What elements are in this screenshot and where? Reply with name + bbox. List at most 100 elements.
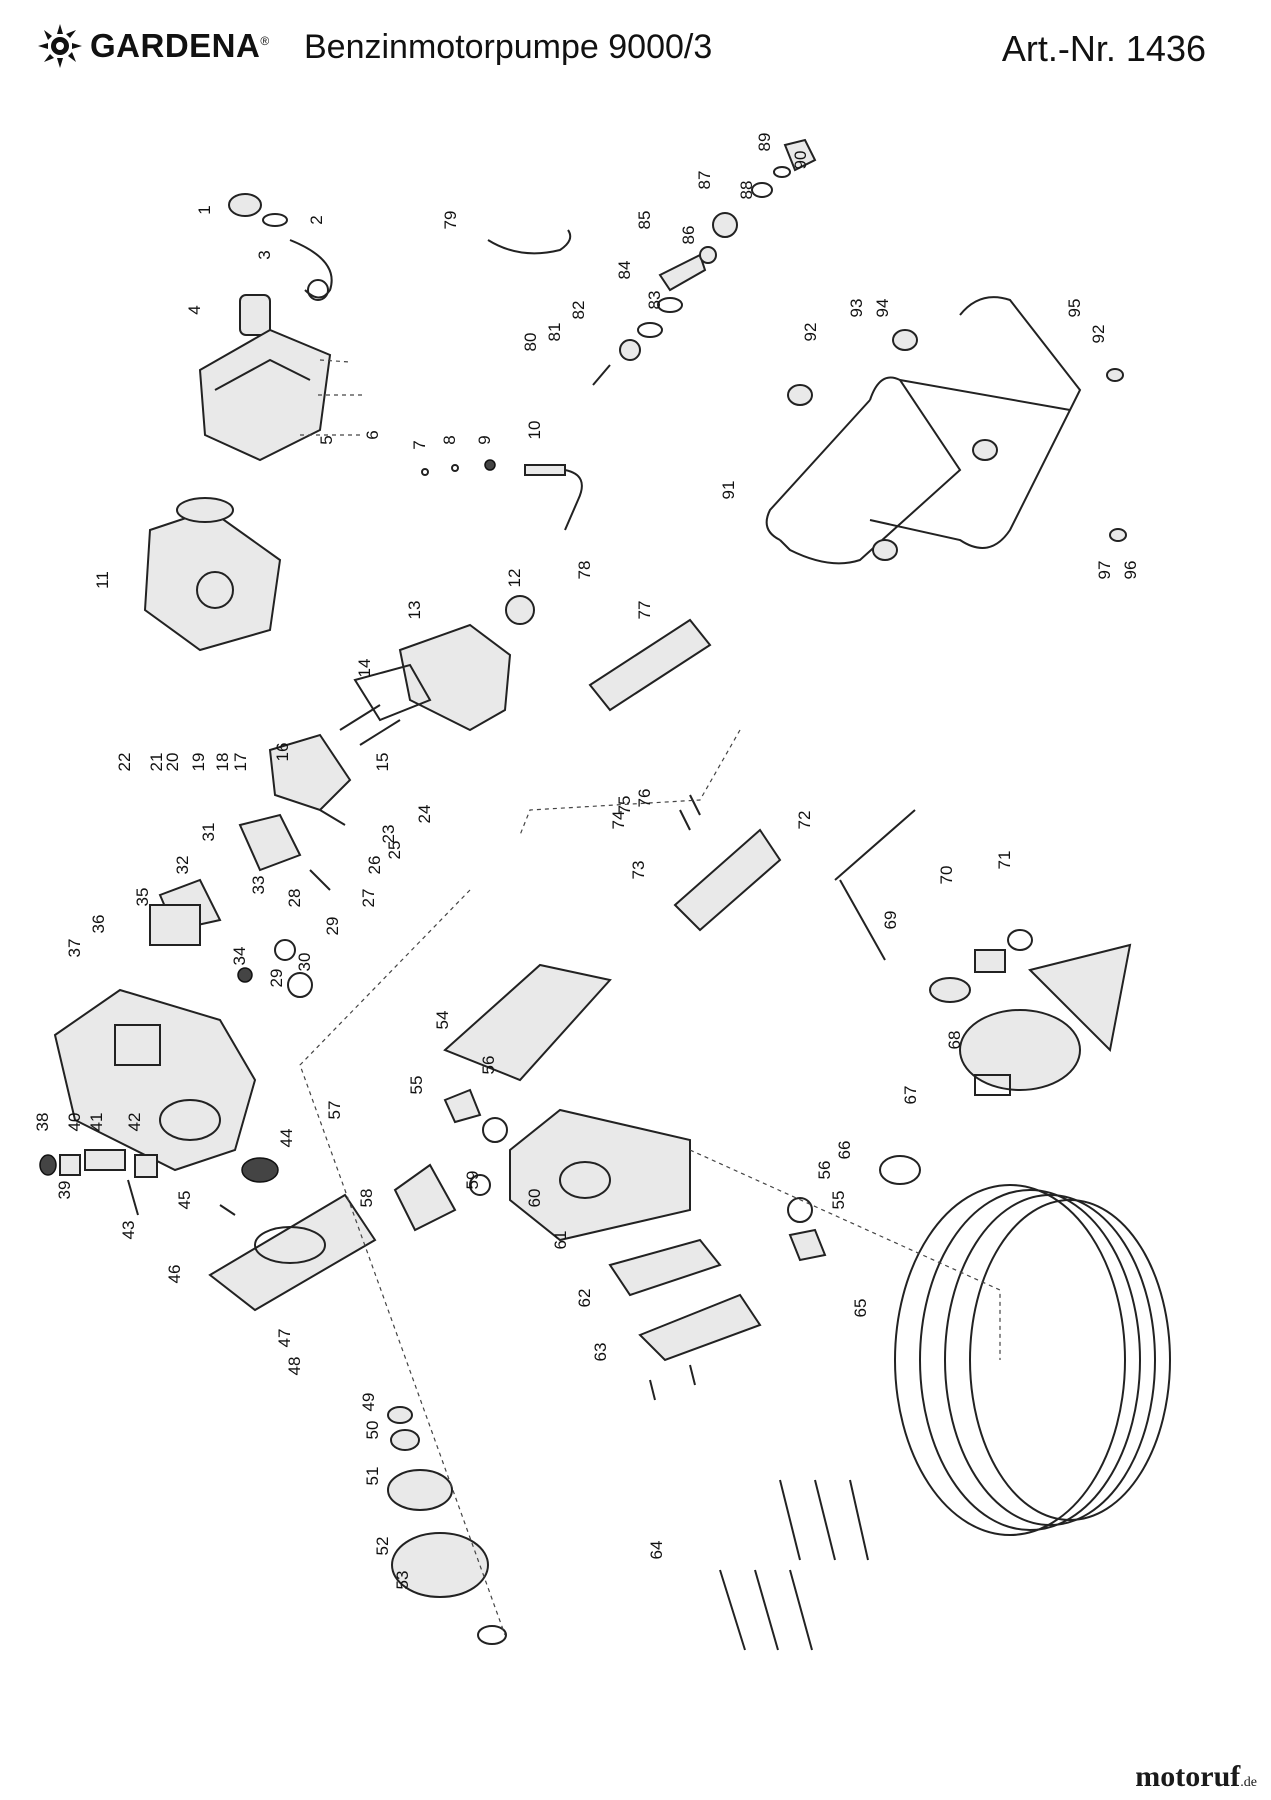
callout-71: 71 <box>995 851 1014 870</box>
callout-66: 66 <box>835 1141 854 1160</box>
callout-4: 4 <box>185 305 204 314</box>
callout-18: 18 <box>213 753 232 772</box>
callout-97: 97 <box>1095 561 1114 580</box>
callout-65: 65 <box>851 1299 870 1318</box>
long-bolts <box>719 1479 869 1651</box>
callout-76: 76 <box>635 789 654 808</box>
callout-25: 25 <box>385 841 404 860</box>
callout-90: 90 <box>791 151 810 170</box>
exploded-parts-diagram: 1234567891011121314151617181920212223242… <box>33 133 1171 1651</box>
callout-36: 36 <box>89 915 108 934</box>
callout-27: 27 <box>359 889 378 908</box>
connectors-and-wrench <box>834 809 1033 1003</box>
callout-30: 30 <box>295 953 314 972</box>
callout-48: 48 <box>285 1357 304 1376</box>
callout-44: 44 <box>277 1129 296 1148</box>
product-title: Benzinmotorpumpe 9000/3 <box>304 28 713 66</box>
callout-64: 64 <box>647 1541 666 1560</box>
callout-6: 6 <box>363 430 382 439</box>
assembly-guide-right <box>689 1149 1001 1360</box>
gardena-sun-logo-icon <box>38 24 82 68</box>
site-watermark: motoruf.de <box>1135 1760 1257 1793</box>
pump-flange <box>208 1193 377 1312</box>
frame-brackets <box>588 618 782 932</box>
callout-35: 35 <box>133 888 152 907</box>
callout-86: 86 <box>679 226 698 245</box>
callout-46: 46 <box>165 1265 184 1284</box>
callout-11: 11 <box>93 571 112 589</box>
callout-29: 29 <box>267 969 286 988</box>
callout-50: 50 <box>363 1421 382 1440</box>
callout-68: 68 <box>945 1031 964 1050</box>
callout-59: 59 <box>463 1171 482 1190</box>
callout-43: 43 <box>119 1221 138 1240</box>
callout-75: 75 <box>615 796 634 815</box>
callout-42: 42 <box>125 1113 144 1132</box>
callout-78: 78 <box>575 561 594 580</box>
callout-70: 70 <box>937 866 956 885</box>
callout-23: 23 <box>379 825 398 844</box>
callout-92: 92 <box>801 323 820 342</box>
suction-hose <box>894 1184 1171 1536</box>
callout-8: 8 <box>440 435 459 444</box>
callout-45: 45 <box>175 1191 194 1210</box>
diagram-header: GARDENA® Benzinmotorpumpe 9000/3 Art.-Nr… <box>36 18 1236 78</box>
callout-54: 54 <box>433 1011 452 1030</box>
callout-91: 91 <box>719 481 738 500</box>
callout-12: 12 <box>505 569 524 588</box>
callout-13: 13 <box>405 601 424 620</box>
callout-39: 39 <box>55 1181 74 1200</box>
callout-21: 21 <box>147 753 166 772</box>
callout-1: 1 <box>195 205 214 214</box>
callout-79: 79 <box>441 211 460 230</box>
brand-name: GARDENA® <box>90 27 270 64</box>
callout-55: 55 <box>407 1076 426 1095</box>
callout-56: 56 <box>479 1056 498 1075</box>
callout-81: 81 <box>545 323 564 342</box>
callout-14: 14 <box>355 659 374 678</box>
engine-housing <box>53 988 257 1172</box>
throttle-linkage <box>487 138 817 386</box>
callout-5: 5 <box>317 435 336 444</box>
callout-80: 80 <box>521 333 540 352</box>
callout-58: 58 <box>357 1189 376 1208</box>
tubular-frame <box>765 296 1127 565</box>
air-filter-cover <box>353 595 535 732</box>
callout-49: 49 <box>359 1393 378 1412</box>
callout-15: 15 <box>373 753 392 772</box>
callout-38: 38 <box>33 1113 52 1132</box>
callout-9: 9 <box>475 435 494 444</box>
callout-56: 56 <box>815 1161 834 1180</box>
brand: GARDENA® <box>36 22 270 70</box>
callout-28: 28 <box>285 889 304 908</box>
callout-55: 55 <box>829 1191 848 1210</box>
callout-26: 26 <box>365 856 384 875</box>
callout-41: 41 <box>87 1113 106 1132</box>
callout-40: 40 <box>65 1113 84 1132</box>
callout-69: 69 <box>881 911 900 930</box>
pump-housing <box>393 963 827 1401</box>
callout-22: 22 <box>115 753 134 772</box>
callout-94: 94 <box>873 299 892 318</box>
callout-62: 62 <box>575 1289 594 1308</box>
callout-61: 61 <box>551 1231 570 1250</box>
suction-strainer <box>879 943 1132 1185</box>
callout-72: 72 <box>795 811 814 830</box>
callout-89: 89 <box>755 133 774 152</box>
callout-7: 7 <box>410 440 429 449</box>
callout-84: 84 <box>615 261 634 280</box>
recoil-starter <box>143 497 282 652</box>
small-hardware-7-10 <box>421 459 583 531</box>
callout-74: 74 <box>609 811 628 830</box>
ignition-group <box>39 1149 279 1216</box>
callout-63: 63 <box>591 1343 610 1362</box>
assembly-guide-upper <box>519 729 741 836</box>
callout-34: 34 <box>230 947 249 966</box>
callout-10: 10 <box>525 421 544 440</box>
callout-17: 17 <box>231 753 250 772</box>
callout-95: 95 <box>1065 299 1084 318</box>
callout-57: 57 <box>325 1101 344 1120</box>
callout-3: 3 <box>255 250 274 259</box>
callout-47: 47 <box>275 1329 294 1348</box>
